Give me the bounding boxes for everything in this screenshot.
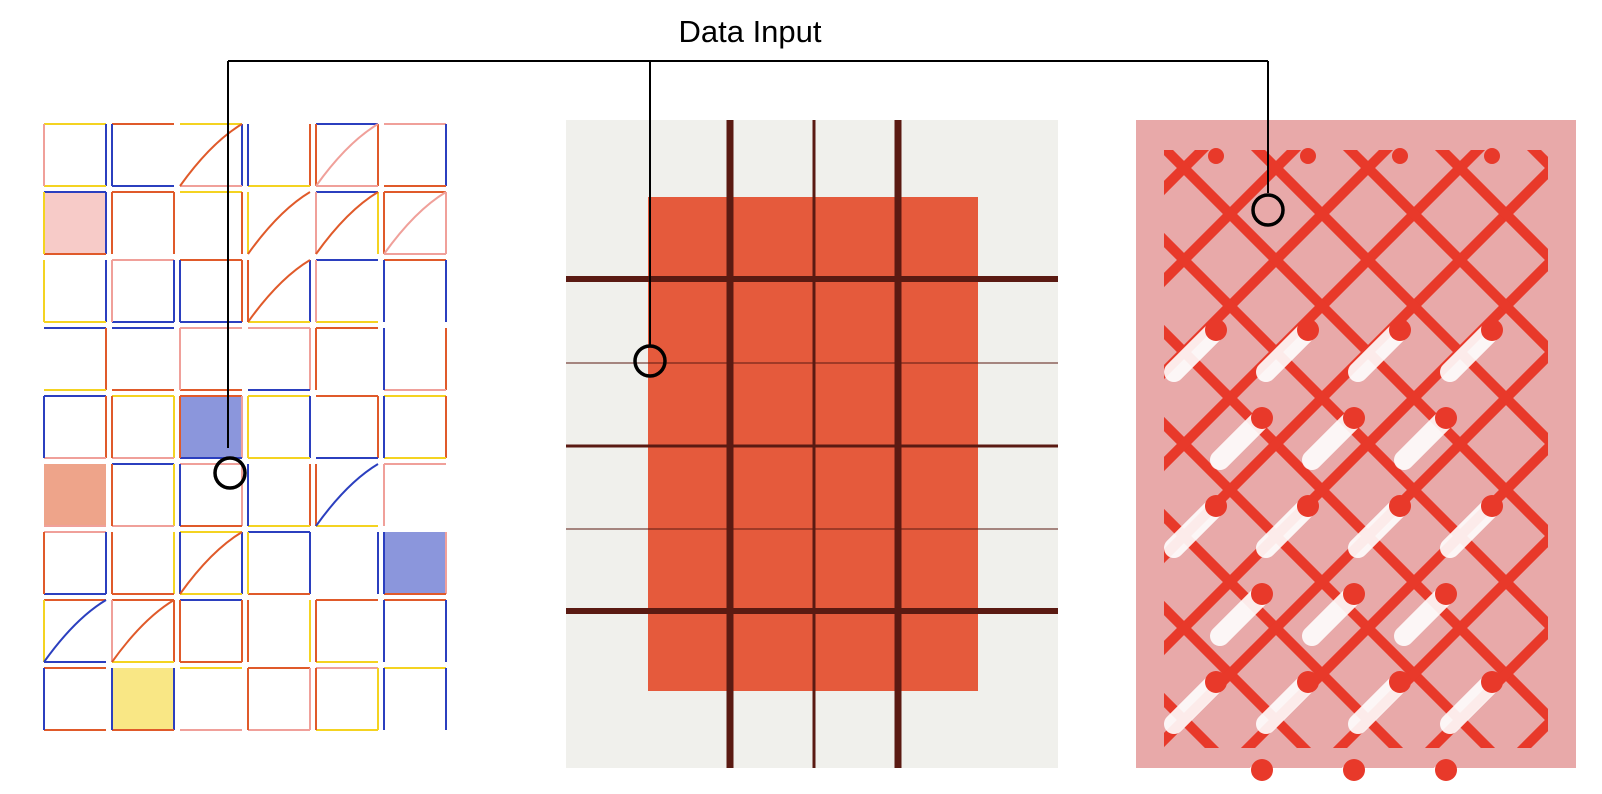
panel-1-curve [43, 599, 107, 663]
panel-3-node [1435, 583, 1457, 605]
panel-3-node [1251, 583, 1273, 605]
panel-3-node [1435, 759, 1457, 781]
panel-red-rectangle-grid [566, 120, 1058, 768]
panel-3-top-node [1208, 148, 1224, 164]
panel-1-fill-cell [44, 192, 106, 254]
panel-3-diagonal-down [1164, 508, 1404, 748]
panel-3-node [1251, 407, 1273, 429]
panel-3-node [1481, 495, 1503, 517]
panel-3-diagonal-up [1164, 150, 1486, 472]
panel-3-node [1343, 407, 1365, 429]
panel-1-curve [179, 531, 243, 595]
panel-1-curve [315, 191, 379, 255]
panel-3-lattice [1164, 120, 1602, 794]
panel-3-diagonal-up [1164, 348, 1548, 748]
panel-3-diagonal-up [1596, 120, 1602, 768]
panel-3-node [1343, 583, 1365, 605]
panel-3-diagonal-down [1250, 150, 1548, 448]
panel-3-node [1205, 495, 1227, 517]
panel-1-fill-cell [384, 532, 446, 594]
panel-1-curve [247, 191, 311, 255]
panel-3-diagonal-down [1342, 150, 1548, 356]
panel-3-lattice-lines [1164, 120, 1602, 768]
panel-3-node [1343, 759, 1365, 781]
panel-3-diagonal-up [1424, 624, 1548, 748]
panel-3-node [1435, 407, 1457, 429]
panel-3-node [1297, 495, 1319, 517]
panel-3-diagonal-up [1164, 256, 1548, 656]
panel-3-node [1251, 759, 1273, 781]
panel-1-curve [247, 259, 311, 323]
input-marker-panel-1 [213, 456, 247, 490]
panel-2-grid-lines [566, 120, 1058, 768]
panel-diagonal-lattice [1136, 120, 1602, 794]
panel-3-diagonal-up [1164, 150, 1394, 380]
panel-3-diagonal-down [1434, 150, 1548, 264]
input-marker-panel-3 [1251, 193, 1285, 227]
panel-3-node [1481, 319, 1503, 341]
panel-3-node [1205, 319, 1227, 341]
panel-3-diagonal-up [1164, 164, 1548, 564]
panel-3-node [1297, 671, 1319, 693]
panel-hand-drawn-grid [40, 118, 460, 758]
panel-1-curve [383, 191, 447, 255]
diagram-title: Data Input [678, 14, 822, 49]
panel-1-background [40, 118, 460, 758]
panel-3-node [1297, 319, 1319, 341]
panel-1-curve [111, 599, 175, 663]
panel-3-diagonal-up [1164, 150, 1302, 288]
panel-1-fill-cell [180, 396, 242, 458]
panel-3-node [1205, 671, 1227, 693]
panel-3-diagonal-up [1240, 440, 1548, 748]
panel-3-diagonal-up [1332, 532, 1548, 748]
panel-3-node [1389, 495, 1411, 517]
panel-1-curve [179, 123, 243, 187]
panel-1-fill-cell [44, 464, 106, 526]
panel-1-curve [315, 463, 379, 527]
panel-1-cells [43, 123, 447, 731]
panel-3-top-node [1300, 148, 1316, 164]
panel-3-top-node [1392, 148, 1408, 164]
panel-3-top-node [1484, 148, 1500, 164]
panel-3-node [1389, 671, 1411, 693]
input-marker-panel-2 [633, 344, 667, 378]
panel-1-curve [315, 123, 379, 187]
panel-1-fill-cell [112, 668, 174, 730]
data-input-connectors [213, 60, 1285, 490]
panel-3-diagonal-down [1164, 600, 1312, 748]
panel-3-node [1389, 319, 1411, 341]
panel-3-node [1481, 671, 1503, 693]
panel-3-diagonal-down [1596, 120, 1602, 768]
